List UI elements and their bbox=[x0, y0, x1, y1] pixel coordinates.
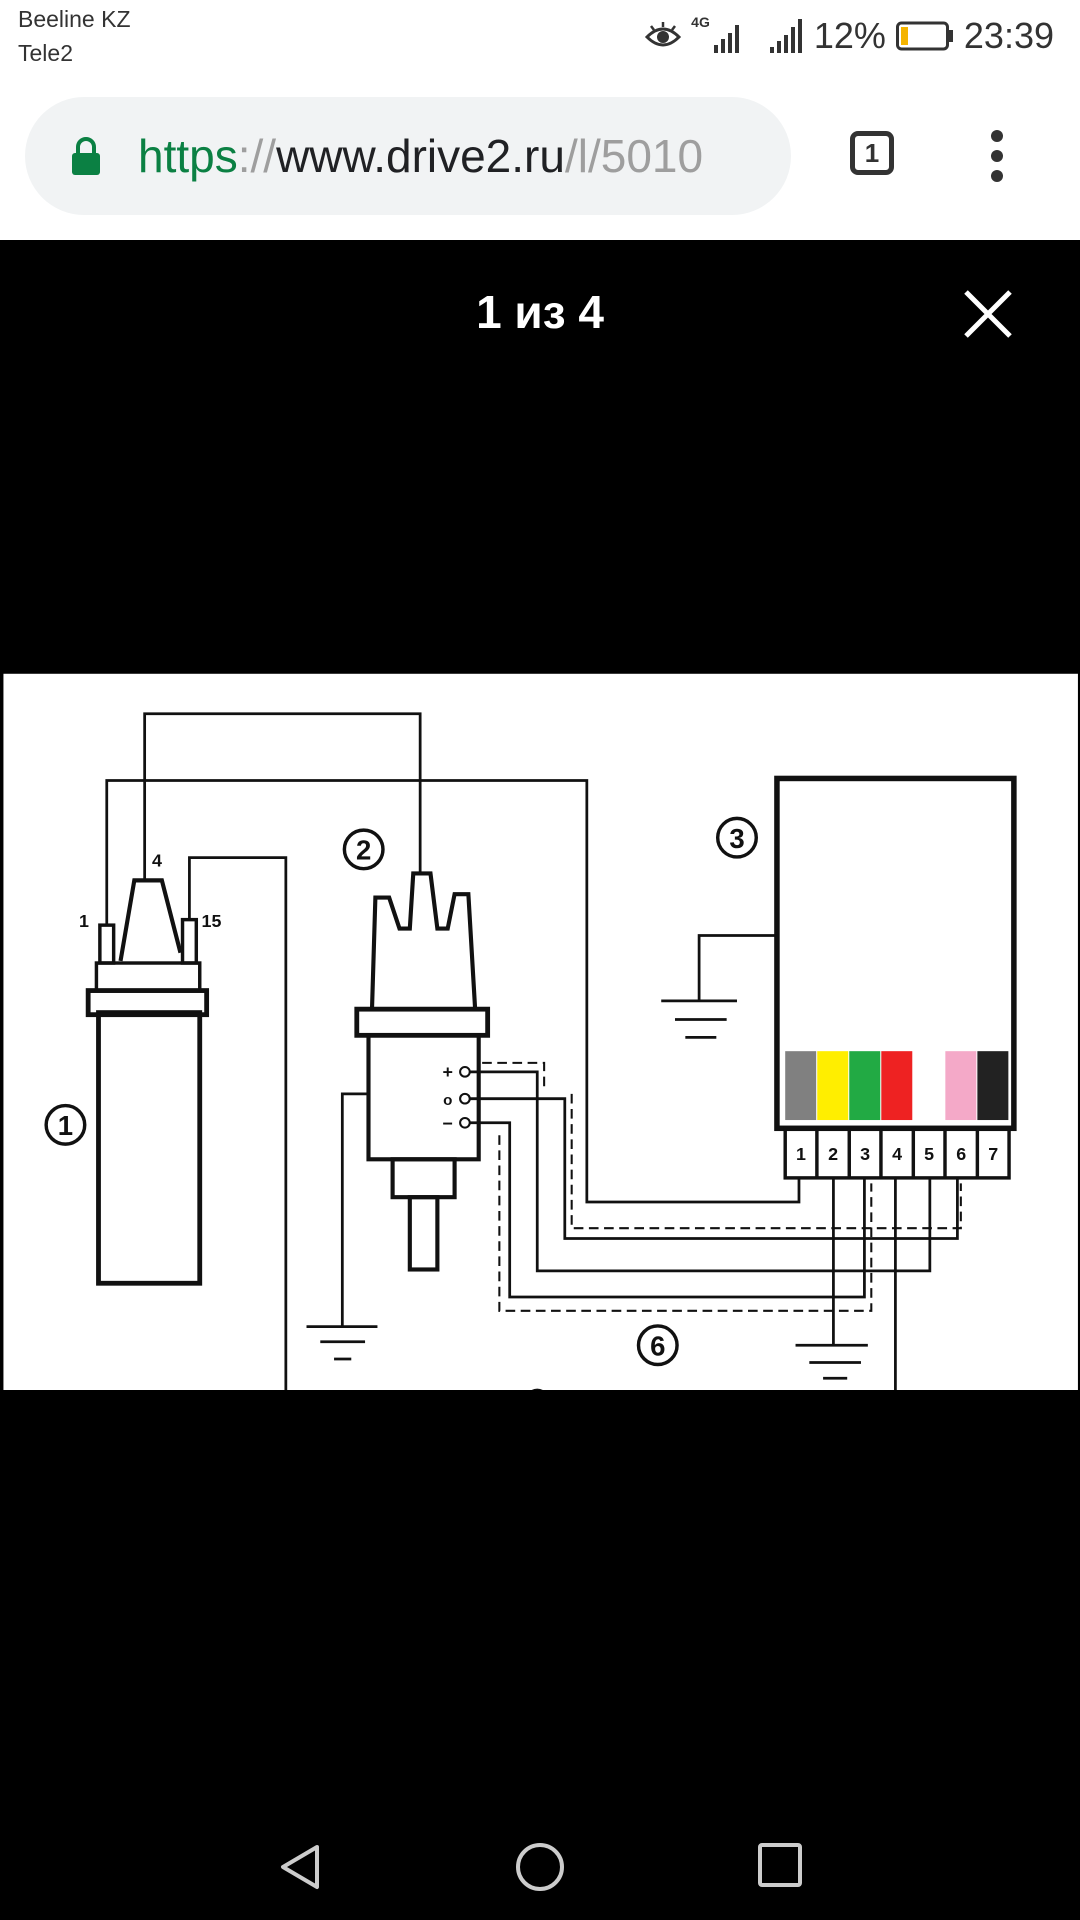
url-bar[interactable]: https://www.drive2.ru/l/5010 bbox=[25, 97, 791, 215]
browser-header: Beeline KZ Tele2 4G 12% 23:39 https://ww… bbox=[0, 0, 1080, 240]
connector-pin-3: 3 bbox=[860, 1144, 870, 1164]
connector-pin-6: 6 bbox=[956, 1144, 966, 1164]
battery-percent: 12% bbox=[813, 15, 886, 56]
viewer-title: 1 из 4 bbox=[476, 286, 604, 338]
dist-terminal-o: o bbox=[443, 1092, 452, 1109]
more-menu-icon[interactable] bbox=[984, 130, 1010, 182]
url-scheme: https bbox=[138, 130, 238, 182]
dist-terminal-plus: + bbox=[442, 1062, 452, 1082]
callout-1: 1 bbox=[58, 1110, 73, 1141]
dist-terminal-minus: − bbox=[442, 1114, 452, 1134]
coil-terminal-4: 4 bbox=[152, 851, 162, 871]
connector-pin-7: 7 bbox=[988, 1144, 998, 1164]
navigation-bar bbox=[0, 1820, 1080, 1920]
coil-terminal-1: 1 bbox=[79, 911, 89, 931]
wiring-diagram-image: 1 2 3 6 7 8 1 4 15 30 15 + o − − + 12345… bbox=[3, 673, 1078, 1390]
connector-pin-5: 5 bbox=[924, 1144, 934, 1164]
url-host: www.drive2.ru bbox=[276, 130, 565, 182]
connector-pin-4: 4 bbox=[892, 1144, 902, 1164]
back-button[interactable] bbox=[275, 1842, 325, 1892]
battery-icon bbox=[895, 21, 953, 51]
callout-3: 3 bbox=[729, 823, 744, 854]
pin-color-4 bbox=[881, 1051, 913, 1121]
pin-color-2 bbox=[817, 1051, 849, 1121]
carrier-1: Beeline KZ bbox=[18, 6, 131, 32]
callout-2: 2 bbox=[356, 835, 371, 866]
tab-switcher-button[interactable]: 1 bbox=[850, 131, 894, 175]
pin-color-1 bbox=[785, 1051, 817, 1121]
clock: 23:39 bbox=[963, 15, 1054, 56]
url-text[interactable]: https://www.drive2.ru/l/5010 bbox=[138, 129, 778, 183]
url-separator: :// bbox=[237, 130, 277, 182]
pin-color-5 bbox=[913, 1051, 945, 1121]
close-icon[interactable] bbox=[962, 288, 1014, 340]
pin-color-7 bbox=[977, 1051, 1009, 1121]
pin-color-3 bbox=[849, 1051, 881, 1121]
connector-pin-1: 1 bbox=[796, 1144, 806, 1164]
distributor bbox=[354, 871, 491, 1272]
network-type: 4G bbox=[691, 14, 710, 30]
pin-color-6 bbox=[945, 1051, 977, 1121]
lock-icon bbox=[72, 137, 100, 175]
signal-icon bbox=[769, 19, 802, 53]
signal-icon bbox=[713, 25, 739, 53]
callout-6: 6 bbox=[650, 1331, 665, 1362]
url-path: /l/5010 bbox=[564, 130, 704, 182]
coil-terminal-15: 15 bbox=[202, 911, 222, 931]
recents-button[interactable] bbox=[757, 1842, 803, 1888]
home-button[interactable] bbox=[515, 1842, 565, 1892]
carrier-2: Tele2 bbox=[18, 40, 73, 66]
connector-block bbox=[783, 1126, 1011, 1180]
status-icons: 4G 12% 23:39 bbox=[645, 14, 1054, 58]
eye-icon bbox=[645, 22, 682, 47]
connector-pin-2: 2 bbox=[828, 1144, 838, 1164]
